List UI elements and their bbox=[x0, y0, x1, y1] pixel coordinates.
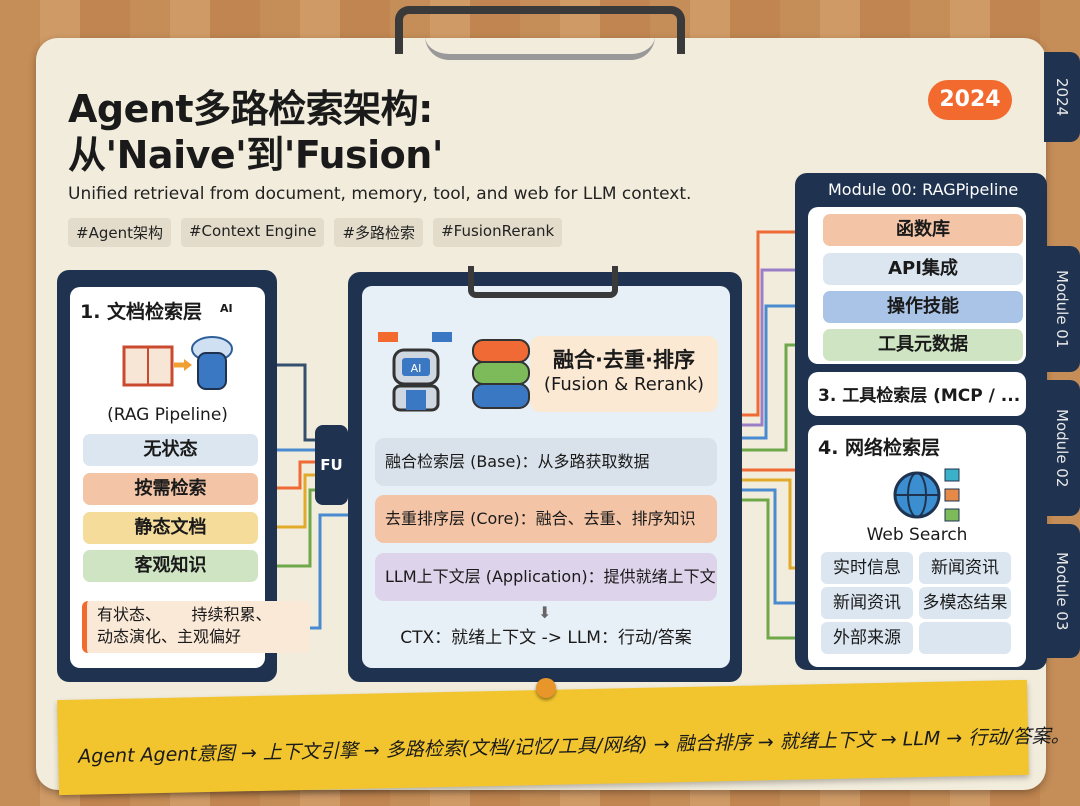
connector bbox=[735, 304, 820, 440]
doc-item-static-docs: 静态文档 bbox=[83, 512, 258, 544]
context-output: CTX：就绪上下文 -> LLM：行动/答案 bbox=[400, 628, 692, 648]
memory-note: 有状态、 持续积累、 动态演化、主观偏好 bbox=[82, 601, 310, 653]
tag-list: #Agent架构 #Context Engine #多路检索 #FusionRe… bbox=[68, 218, 563, 247]
fusion-title-box: 融合·去重·排序 (Fusion & Rerank) bbox=[530, 336, 718, 412]
year-badge: 2024 bbox=[928, 80, 1012, 120]
connector bbox=[735, 230, 820, 417]
layer-application: LLM上下文层 (Application)：提供就绪上下文 bbox=[375, 553, 717, 601]
web-cell-empty bbox=[919, 622, 1011, 654]
ai-badge: AI bbox=[220, 302, 233, 315]
fusion-node: FU bbox=[315, 425, 348, 505]
doc-item-stateless: 无状态 bbox=[83, 434, 258, 466]
side-tab-2024[interactable]: 2024 bbox=[1044, 52, 1080, 142]
web-cell: 实时信息 bbox=[821, 552, 913, 584]
page-title: Agent多路检索架构:从'Naive'到'Fusion' bbox=[68, 86, 443, 178]
tool-item-metadata: 工具元数据 bbox=[823, 329, 1023, 361]
title-line-1: Agent多路检索架构: bbox=[68, 87, 433, 131]
web-cell: 新闻资讯 bbox=[919, 552, 1011, 584]
globe-icon bbox=[893, 468, 960, 522]
tool-item-api: API集成 bbox=[823, 253, 1023, 285]
memory-note-line: 动态演化、主观偏好 bbox=[97, 627, 242, 646]
tag: #Agent架构 bbox=[68, 218, 171, 247]
layer-core: 去重排序层 (Core)：融合、去重、排序知识 bbox=[375, 495, 717, 543]
web-cell: 外部来源 bbox=[821, 622, 913, 654]
layer-base: 融合检索层 (Base)：从多路获取数据 bbox=[375, 438, 717, 486]
database-stack-icon bbox=[472, 339, 530, 409]
rag-pipeline-label: (RAG Pipeline) bbox=[107, 405, 228, 425]
tool-item-skills: 操作技能 bbox=[823, 291, 1023, 323]
web-search-label: Web Search bbox=[866, 525, 968, 545]
pushpin-icon bbox=[536, 678, 556, 698]
connector bbox=[735, 498, 820, 640]
title-line-2: 从'Naive'到'Fusion' bbox=[68, 133, 443, 177]
memory-note-line: 有状态、 持续积累、 bbox=[97, 605, 272, 624]
clip-icon bbox=[395, 6, 685, 54]
tag: #多路检索 bbox=[334, 218, 424, 247]
down-arrow-icon: ⬇ bbox=[538, 603, 552, 622]
tool-layer-title: 3. 工具检索层 (MCP / ... bbox=[808, 372, 1026, 416]
clip-wire bbox=[425, 36, 655, 60]
module-header: Module 00: RAGPipeline bbox=[828, 180, 1019, 199]
connector bbox=[310, 513, 355, 630]
book-to-database-icon bbox=[122, 336, 233, 390]
side-tab-module-03[interactable]: Module 03 bbox=[1044, 524, 1080, 658]
connector bbox=[735, 268, 820, 427]
doc-item-objective: 客观知识 bbox=[83, 550, 258, 582]
svg-text:AI: AI bbox=[411, 362, 422, 375]
subtitle: Unified retrieval from document, memory,… bbox=[68, 184, 692, 204]
flow-summary: Agent Agent意图 → 上下文引擎 → 多路检索(文档/记忆/工具/网络… bbox=[78, 724, 1070, 768]
mini-clip-icon bbox=[468, 266, 618, 298]
doc-item-on-demand: 按需检索 bbox=[83, 473, 258, 505]
web-cell: 多模态结果 bbox=[919, 587, 1011, 619]
document-layer-title: 1. 文档检索层 bbox=[80, 301, 203, 323]
web-layer-title: 4. 网络检索层 bbox=[818, 437, 941, 459]
tag: #FusionRerank bbox=[433, 218, 563, 247]
side-tab-module-02[interactable]: Module 02 bbox=[1044, 380, 1080, 516]
side-tab-module-01[interactable]: Module 01 bbox=[1044, 246, 1080, 372]
web-cell: 新闻资讯 bbox=[821, 587, 913, 619]
ai-robot-icon: AI bbox=[378, 332, 452, 412]
fusion-title: 融合·去重·排序 bbox=[553, 348, 695, 372]
fusion-subtitle: (Fusion & Rerank) bbox=[543, 374, 705, 395]
tool-item-function-lib: 函数库 bbox=[823, 214, 1023, 246]
tag: #Context Engine bbox=[180, 218, 325, 247]
